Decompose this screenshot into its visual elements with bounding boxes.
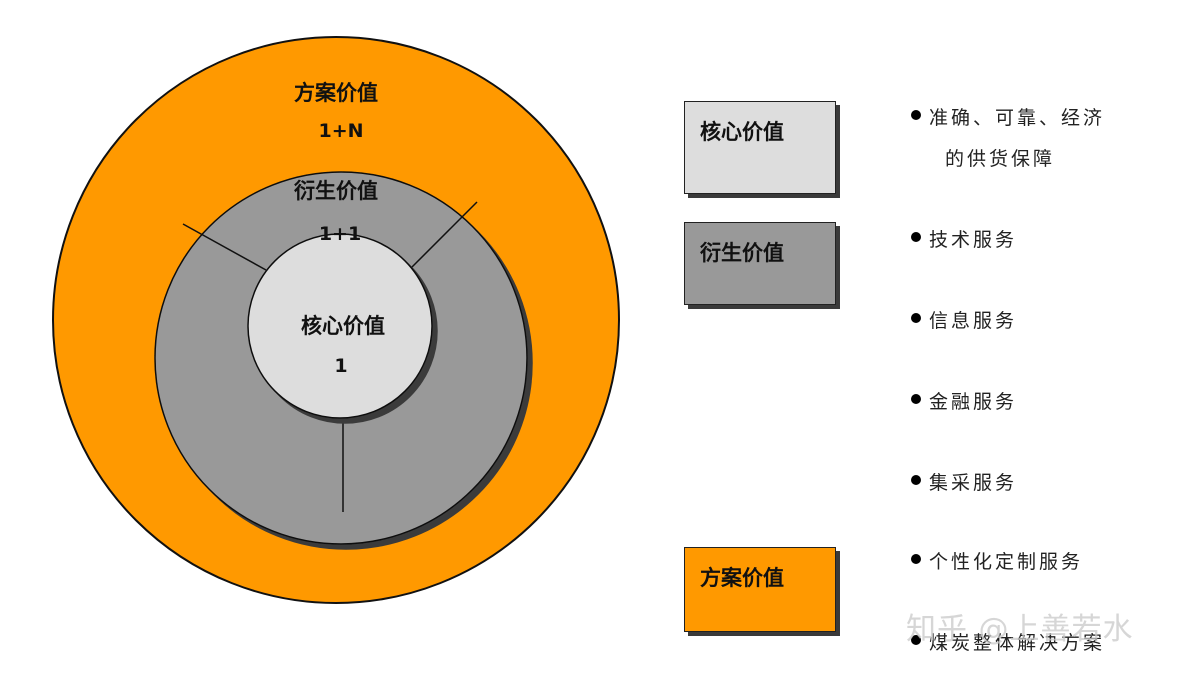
outer-ring-formula: 1+N bbox=[318, 120, 363, 142]
legend-core-value-label: 核心价值 bbox=[700, 120, 784, 144]
bullet-financial-service: 金融服务 bbox=[911, 387, 1017, 414]
inner-circle bbox=[247, 233, 433, 419]
bullet-information-service: 信息服务 bbox=[911, 306, 1017, 333]
middle-ring-divider-left bbox=[182, 223, 267, 271]
bullet-procurement-service: 集采服务 bbox=[911, 468, 1017, 495]
legend-derived-value: 衍生价值 bbox=[684, 222, 836, 305]
value-ring-diagram: 方案价值 1+N 衍生价值 1+1 核心价值 1 bbox=[52, 36, 620, 604]
middle-ring-divider-right bbox=[408, 201, 478, 271]
legend-solution-value: 方案价值 bbox=[684, 547, 836, 632]
inner-circle-title: 核心价值 bbox=[301, 314, 385, 338]
legend-solution-value-label: 方案价值 bbox=[700, 566, 784, 590]
bullet-text: 金融服务 bbox=[929, 391, 1018, 413]
bullet-text: 信息服务 bbox=[929, 310, 1018, 332]
bullet-text: 个性化定制服务 bbox=[929, 551, 1084, 573]
legend-derived-value-label: 衍生价值 bbox=[700, 241, 784, 265]
bullet-text: 集采服务 bbox=[929, 472, 1018, 494]
bullet-text: 技术服务 bbox=[929, 229, 1018, 251]
bullet-supply-guarantee: 准确、可靠、经济 的供货保障 bbox=[911, 103, 1105, 171]
middle-ring-formula: 1+1 bbox=[319, 223, 361, 245]
middle-ring-title: 衍生价值 bbox=[294, 179, 378, 203]
legend-core-value: 核心价值 bbox=[684, 101, 836, 194]
bullet-text: 煤炭整体解决方案 bbox=[929, 632, 1106, 654]
bullet-dot-icon bbox=[911, 110, 921, 120]
bullet-text: 准确、可靠、经济 bbox=[929, 107, 1106, 129]
bullet-dot-icon bbox=[911, 394, 921, 404]
bullet-dot-icon bbox=[911, 635, 921, 645]
bullet-dot-icon bbox=[911, 554, 921, 564]
bullet-custom-service: 个性化定制服务 bbox=[911, 547, 1083, 574]
bullet-technical-service: 技术服务 bbox=[911, 225, 1017, 252]
watermark: 知乎 @上善若水 bbox=[906, 612, 1134, 647]
bullet-coal-solution: 煤炭整体解决方案 bbox=[911, 628, 1105, 655]
bullet-dot-icon bbox=[911, 313, 921, 323]
outer-ring-title: 方案价值 bbox=[294, 81, 378, 105]
bullet-text-continued: 的供货保障 bbox=[945, 148, 1056, 170]
bullet-dot-icon bbox=[911, 475, 921, 485]
inner-circle-formula: 1 bbox=[334, 355, 347, 377]
bullet-dot-icon bbox=[911, 232, 921, 242]
